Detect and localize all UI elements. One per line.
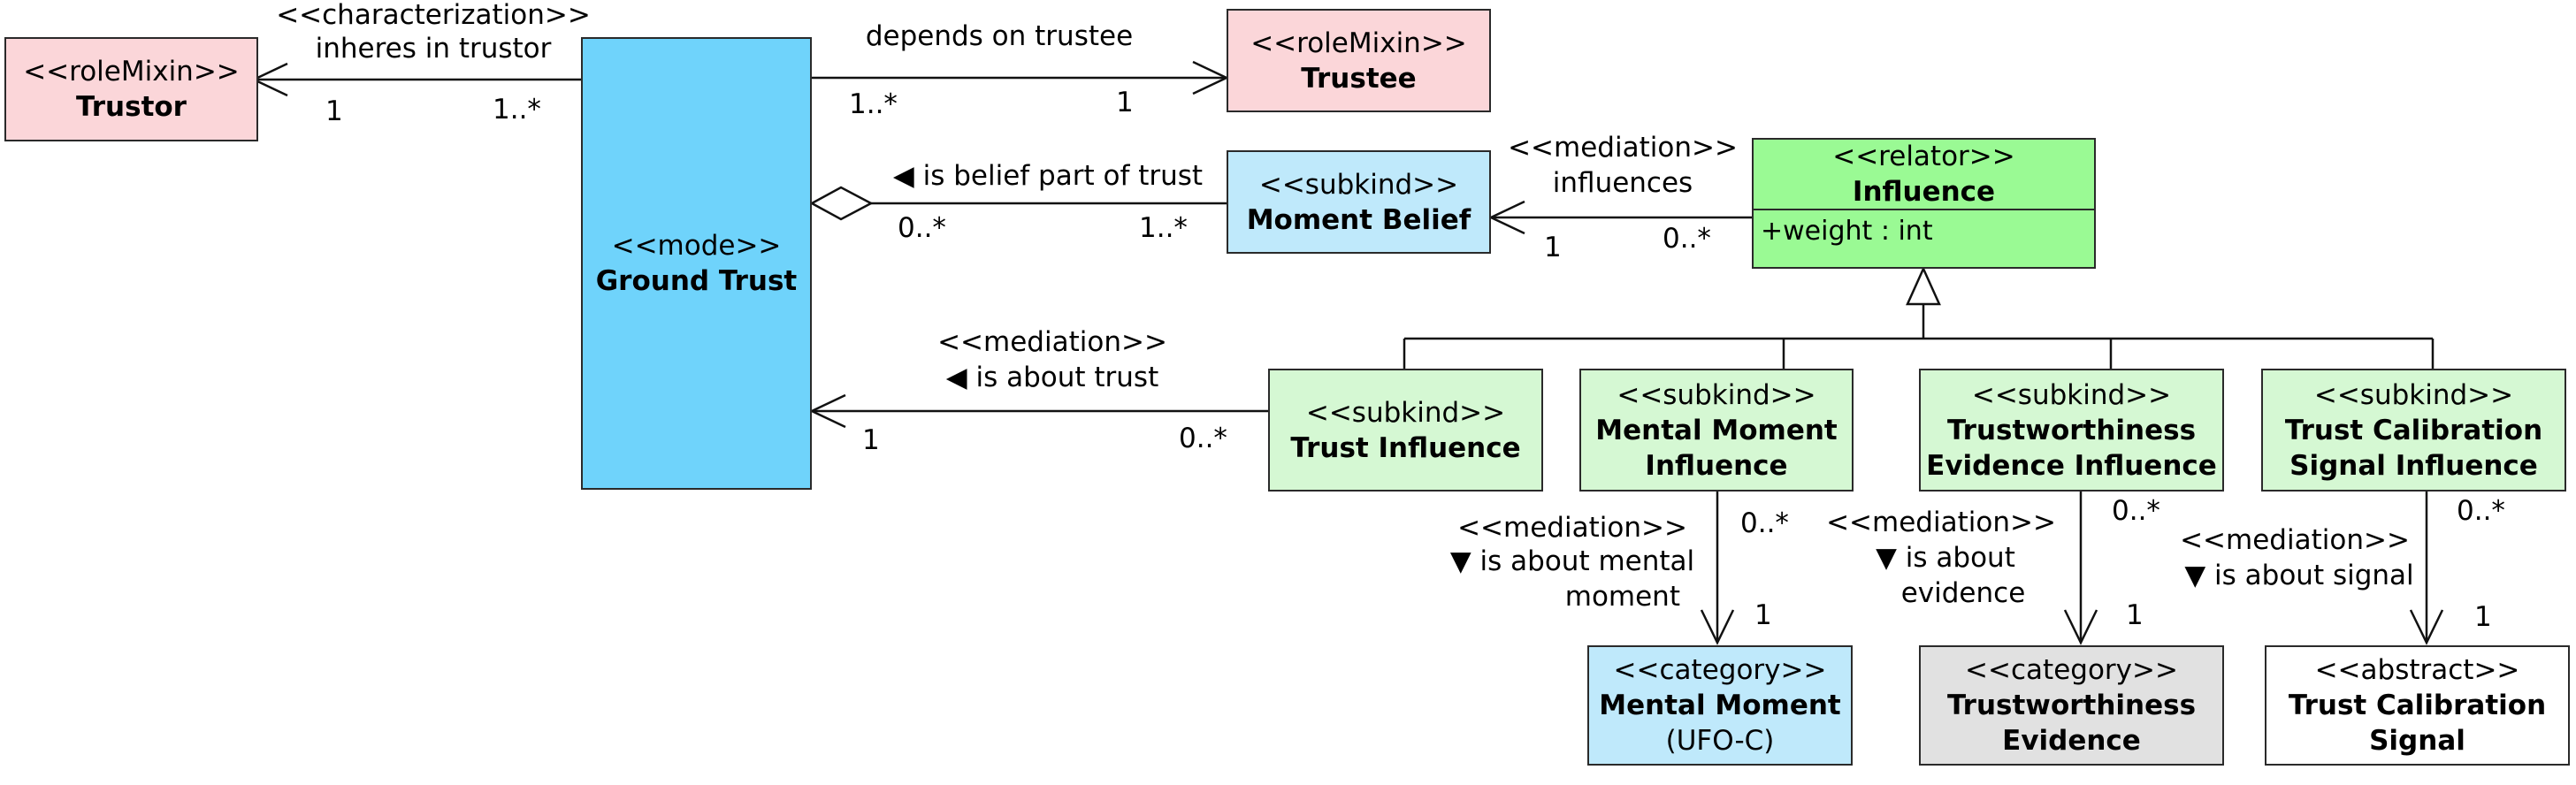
class-name: Influence bbox=[1852, 176, 1996, 208]
about-trust-arrowhead bbox=[809, 393, 846, 429]
class-trustworthiness-evidence[interactable]: <<category>> Trustworthiness Evidence bbox=[1919, 645, 2224, 766]
stereotype: <<relator>> bbox=[1832, 141, 2015, 172]
about-mental-arrowhead bbox=[1700, 609, 1735, 645]
class-name-line2: Signal bbox=[2369, 725, 2465, 757]
class-name-line2: Evidence bbox=[2002, 725, 2141, 757]
inheres-mult-target: 1 bbox=[325, 95, 343, 127]
about-trust-mult-source: 0..* bbox=[1179, 423, 1227, 454]
about-evidence-mult-source: 0..* bbox=[2112, 495, 2160, 527]
stereotype: <<category>> bbox=[1613, 654, 1827, 686]
influences-arrowhead bbox=[1488, 200, 1525, 235]
class-name: Trust Influence bbox=[1290, 431, 1521, 464]
inheres-label: inheres in trustor bbox=[315, 33, 552, 65]
stereotype: <<roleMixin>> bbox=[23, 56, 240, 88]
stereotype: <<subkind>> bbox=[1305, 396, 1506, 429]
class-name: Mental Moment bbox=[1599, 690, 1841, 721]
about-mental-stereotype: <<mediation>> bbox=[1457, 512, 1687, 544]
aggregation-diamond bbox=[809, 186, 874, 221]
generalization-triangle bbox=[1906, 265, 1941, 306]
stereotype: <<subkind>> bbox=[1971, 378, 2172, 411]
class-name: Moment Belief bbox=[1246, 203, 1471, 236]
class-name: Ground Trust bbox=[595, 265, 798, 297]
about-evidence-mult-target: 1 bbox=[2126, 599, 2144, 631]
about-signal-label: ▼ is about signal bbox=[2184, 560, 2414, 591]
class-name-line2: Influence bbox=[1645, 449, 1788, 482]
depends-mult-target: 1 bbox=[1116, 87, 1134, 118]
about-evidence-arrowhead bbox=[2063, 609, 2098, 645]
class-name-line1: Trustworthiness bbox=[1946, 414, 2197, 446]
influences-label: influences bbox=[1552, 167, 1693, 199]
about-signal-mult-target: 1 bbox=[2474, 601, 2492, 633]
about-evidence-label-line2: evidence bbox=[1900, 577, 2026, 609]
class-trustor[interactable]: <<roleMixin>> Trustor bbox=[4, 37, 258, 141]
influences-mult-target: 1 bbox=[1544, 232, 1562, 263]
stereotype: <<category>> bbox=[1965, 654, 2178, 686]
about-signal-mult-source: 0..* bbox=[2457, 495, 2505, 527]
depends-mult-source: 1..* bbox=[849, 88, 898, 120]
class-name-line1: Trustworthiness bbox=[1946, 690, 2197, 721]
about-mental-mult-source: 0..* bbox=[1740, 507, 1789, 539]
about-evidence-stereotype: <<mediation>> bbox=[1826, 507, 2056, 538]
about-trust-stereotype: <<mediation>> bbox=[937, 326, 1167, 358]
stereotype: <<subkind>> bbox=[1258, 168, 1459, 201]
inheres-mult-source: 1..* bbox=[493, 94, 541, 126]
inheres-stereotype: <<characterization>> bbox=[276, 0, 591, 31]
stereotype: <<roleMixin>> bbox=[1250, 27, 1467, 59]
class-trustee[interactable]: <<roleMixin>> Trustee bbox=[1227, 9, 1491, 112]
about-mental-mult-target: 1 bbox=[1754, 599, 1772, 631]
class-ground-trust[interactable]: <<mode>> Ground Trust bbox=[581, 37, 812, 490]
class-name-line2: Signal Influence bbox=[2289, 449, 2538, 482]
stereotype: <<subkind>> bbox=[2313, 378, 2514, 411]
class-name: Trustor bbox=[76, 91, 187, 123]
belief-part-mult-whole: 0..* bbox=[898, 212, 946, 244]
class-name: Trustee bbox=[1301, 62, 1417, 95]
class-trust-calibration-signal-influence[interactable]: <<subkind>> Trust Calibration Signal Inf… bbox=[2261, 369, 2566, 492]
class-name-line1: Mental Moment bbox=[1595, 414, 1838, 446]
influences-mult-source: 0..* bbox=[1663, 223, 1711, 255]
class-trustworthiness-evidence-influence[interactable]: <<subkind>> Trustworthiness Evidence Inf… bbox=[1919, 369, 2224, 492]
about-evidence-label-line1: ▼ is about bbox=[1876, 542, 2015, 574]
class-trust-influence[interactable]: <<subkind>> Trust Influence bbox=[1268, 369, 1543, 492]
class-moment-belief[interactable]: <<subkind>> Moment Belief bbox=[1227, 150, 1491, 254]
class-trust-calibration-signal[interactable]: <<abstract>> Trust Calibration Signal bbox=[2265, 645, 2570, 766]
class-influence[interactable]: <<relator>> Influence +weight : int bbox=[1752, 138, 2096, 269]
class-header: <<relator>> Influence bbox=[1754, 140, 2094, 210]
stereotype: <<mode>> bbox=[611, 230, 782, 262]
about-mental-label-line1: ▼ is about mental bbox=[1449, 545, 1695, 577]
depends-label: depends on trustee bbox=[865, 20, 1134, 52]
about-signal-stereotype: <<mediation>> bbox=[2180, 524, 2410, 556]
stereotype: <<abstract>> bbox=[2314, 654, 2520, 686]
belief-part-label: ◀ is belief part of trust bbox=[892, 160, 1204, 192]
class-mental-moment-influence[interactable]: <<subkind>> Mental Moment Influence bbox=[1579, 369, 1854, 492]
class-name-line2: Evidence Influence bbox=[1926, 449, 2217, 482]
attribute-weight: +weight : int bbox=[1761, 216, 1933, 247]
about-mental-label-line2: moment bbox=[1564, 581, 1680, 613]
stereotype: <<subkind>> bbox=[1617, 378, 1816, 411]
about-signal-arrowhead bbox=[2409, 609, 2444, 645]
class-name-line1: Trust Calibration bbox=[2284, 414, 2543, 446]
class-note: (UFO-C) bbox=[1665, 725, 1775, 757]
about-trust-mult-target: 1 bbox=[862, 424, 880, 456]
class-mental-moment[interactable]: <<category>> Mental Moment (UFO-C) bbox=[1587, 645, 1853, 766]
belief-part-mult-part: 1..* bbox=[1139, 212, 1188, 244]
influences-stereotype: <<mediation>> bbox=[1508, 132, 1738, 164]
about-trust-label: ◀ is about trust bbox=[945, 362, 1159, 393]
class-name-line1: Trust Calibration bbox=[2288, 690, 2547, 721]
